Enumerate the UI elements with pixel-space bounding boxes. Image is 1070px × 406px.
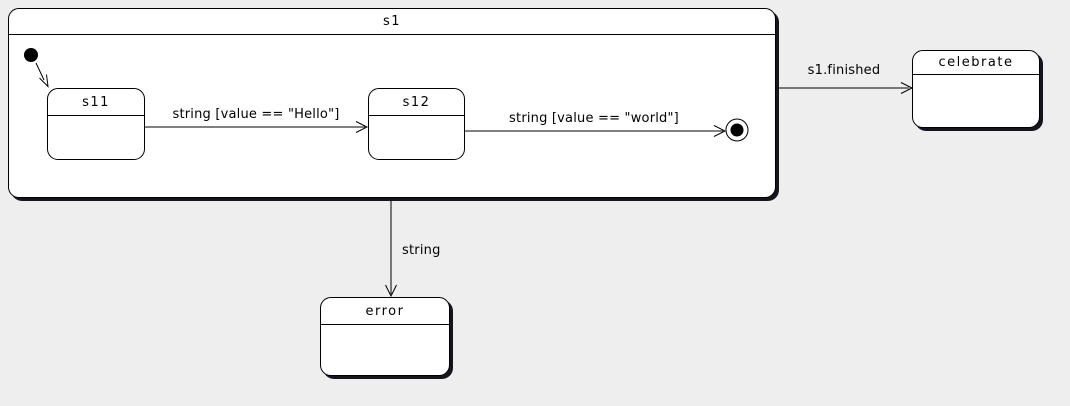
state-s12[interactable]: s12 (368, 88, 465, 160)
state-celebrate[interactable]: celebrate (912, 50, 1040, 128)
arrowhead-s1-error (385, 284, 397, 298)
initial-state-node[interactable] (24, 48, 38, 62)
state-celebrate-title: celebrate (913, 51, 1039, 75)
state-s1-title: s1 (9, 9, 775, 35)
final-state-inner (730, 123, 744, 137)
arrowhead-initial-s11 (39, 74, 49, 88)
transition-label-s1-error[interactable]: string (402, 243, 441, 258)
state-s11[interactable]: s11 (47, 88, 145, 160)
transition-label-s12-final[interactable]: string [value == "world"] (509, 111, 679, 126)
state-s11-title: s11 (48, 89, 144, 116)
state-s12-title: s12 (369, 89, 464, 116)
transition-label-s11-s12[interactable]: string [value == "Hello"] (172, 107, 340, 122)
state-error-title: error (321, 298, 449, 325)
arrowhead-s11-s12 (355, 121, 369, 133)
transition-label-s1-celebrate[interactable]: s1.finished (807, 63, 881, 78)
arrowhead-s12-final (713, 125, 727, 137)
state-error[interactable]: error (320, 297, 450, 376)
transition-line-initial-s11[interactable] (35, 62, 45, 81)
